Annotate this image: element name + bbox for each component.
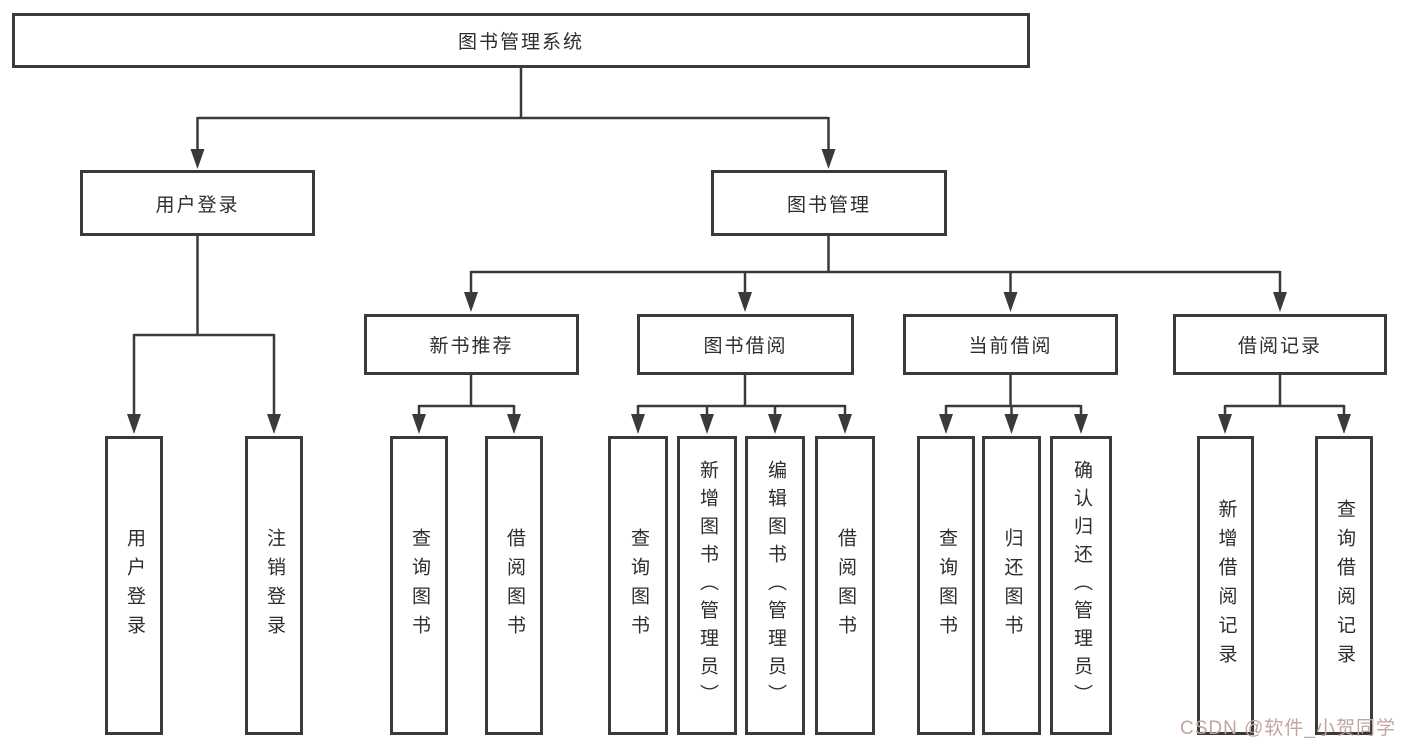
leaf-add-book-admin: 新增图书（管理员） (677, 436, 737, 735)
leaf-query-borrow-record: 查询借阅记录 (1315, 436, 1373, 735)
node-borrow-records-label: 借阅记录 (1237, 336, 1322, 357)
node-book-mgmt: 图书管理 (711, 170, 947, 236)
connector-user-login-to-leaves (127, 236, 281, 434)
leaf-confirm-return-admin-label: 确认归还（管理员） (1070, 459, 1092, 712)
connector-new-book-to-leaves (412, 375, 521, 434)
leaf-logout-login-label: 注销登录 (263, 527, 285, 644)
leaf-query-books-2-label: 查询图书 (627, 527, 649, 644)
node-user-login: 用户登录 (80, 170, 315, 236)
connector-root-to-level2 (190, 68, 836, 169)
leaf-logout-login: 注销登录 (245, 436, 303, 735)
node-new-book-recommend-label: 新书推荐 (429, 336, 514, 357)
leaf-query-books-3: 查询图书 (917, 436, 975, 735)
node-root: 图书管理系统 (12, 13, 1030, 68)
leaf-query-books-1-label: 查询图书 (408, 527, 430, 644)
leaf-borrow-books-2: 借阅图书 (815, 436, 875, 735)
leaf-edit-book-admin: 编辑图书（管理员） (745, 436, 805, 735)
node-current-borrow: 当前借阅 (903, 314, 1118, 375)
connector-book-mgmt-to-level3 (464, 236, 1287, 312)
leaf-borrow-books-1-label: 借阅图书 (503, 527, 525, 644)
connector-current-borrow-to-leaves (939, 375, 1088, 434)
node-user-login-label: 用户登录 (155, 194, 240, 216)
leaf-confirm-return-admin: 确认归还（管理员） (1050, 436, 1112, 735)
leaf-add-borrow-record: 新增借阅记录 (1197, 436, 1254, 735)
leaf-user-login-label: 用户登录 (123, 527, 145, 644)
leaf-add-borrow-record-label: 新增借阅记录 (1215, 498, 1237, 673)
connector-book-borrow-to-leaves (631, 375, 852, 434)
leaf-return-book-label: 归还图书 (1001, 527, 1023, 644)
node-book-borrow: 图书借阅 (637, 314, 854, 375)
node-new-book-recommend: 新书推荐 (364, 314, 579, 375)
node-current-borrow-label: 当前借阅 (968, 336, 1053, 357)
leaf-add-book-admin-label: 新增图书（管理员） (696, 459, 718, 712)
node-borrow-records: 借阅记录 (1173, 314, 1387, 375)
leaf-borrow-books-2-label: 借阅图书 (834, 527, 856, 644)
node-root-label: 图书管理系统 (457, 32, 584, 53)
leaf-query-borrow-record-label: 查询借阅记录 (1333, 498, 1355, 673)
connector-borrow-records-to-leaves (1218, 375, 1351, 434)
leaf-borrow-books-1: 借阅图书 (485, 436, 543, 735)
leaf-query-books-2: 查询图书 (608, 436, 668, 735)
watermark: CSDN @软件_小贺同学 (1180, 718, 1396, 739)
leaf-query-books-3-label: 查询图书 (935, 527, 957, 644)
node-book-mgmt-label: 图书管理 (786, 194, 871, 216)
node-book-borrow-label: 图书借阅 (703, 336, 788, 357)
leaf-query-books-1: 查询图书 (390, 436, 448, 735)
leaf-edit-book-admin-label: 编辑图书（管理员） (764, 459, 786, 712)
leaf-return-book: 归还图书 (982, 436, 1041, 735)
leaf-user-login: 用户登录 (105, 436, 163, 735)
